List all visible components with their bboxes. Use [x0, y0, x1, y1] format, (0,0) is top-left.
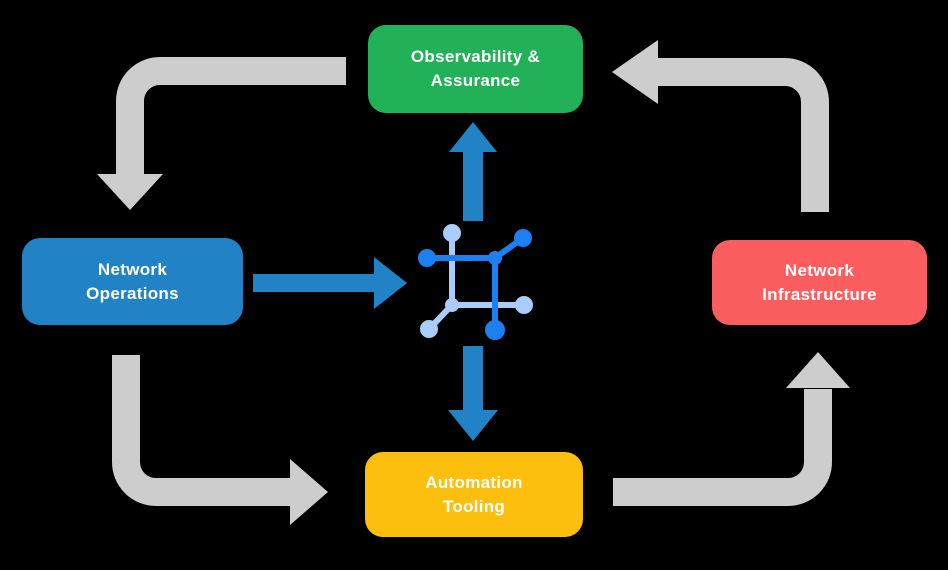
- arrow-shaft: [463, 346, 483, 412]
- node-label-line: Tooling: [442, 496, 506, 516]
- icon-junction-bottom-left: [445, 298, 459, 312]
- arrow-operations-to-center: [253, 257, 407, 309]
- node-label-line: Assurance: [430, 71, 521, 90]
- arrowhead-right-icon: [290, 459, 328, 525]
- arrow-center-to-observability: [449, 122, 497, 221]
- node-label-line: Infrastructure: [762, 284, 877, 304]
- arrowhead-left-icon: [612, 40, 658, 104]
- arrow-elbow-shaft: [613, 389, 832, 506]
- arrowhead-down-icon: [97, 174, 163, 210]
- icon-node-bottom: [485, 320, 505, 340]
- arrow-elbow-shaft: [112, 355, 292, 506]
- node-observability-assurance: Observability & Assurance: [368, 25, 583, 113]
- arrow-infrastructure-to-observability: [612, 40, 829, 212]
- node-label-line: Network: [784, 260, 855, 280]
- network-mesh-dark-nodes: [418, 229, 532, 340]
- arrow-shaft: [253, 274, 375, 292]
- arrow-operations-to-automation: [112, 355, 328, 525]
- node-network-infrastructure: Network Infrastructure: [712, 240, 927, 325]
- arrow-shaft: [463, 150, 483, 221]
- arrow-elbow-shaft: [656, 58, 829, 212]
- icon-node-right: [515, 296, 533, 314]
- arrowhead-right-icon: [374, 257, 407, 309]
- icon-node-top-right: [514, 229, 532, 247]
- arrowhead-down-icon: [448, 410, 498, 441]
- icon-node-top: [443, 224, 461, 242]
- arrow-automation-to-infrastructure: [613, 352, 850, 506]
- arrow-center-to-automation: [448, 346, 498, 441]
- arrow-elbow-shaft: [116, 57, 346, 176]
- icon-node-left: [418, 249, 436, 267]
- node-label-line: Observability &: [410, 47, 541, 66]
- icon-junction-top-right: [488, 251, 502, 265]
- network-mesh-light-nodes: [420, 224, 533, 338]
- node-label-line: Network: [97, 259, 168, 279]
- network-mesh-icon: [418, 224, 533, 340]
- icon-node-bottom-left: [420, 320, 438, 338]
- arrowhead-up-icon: [449, 122, 497, 152]
- node-automation-tooling: Automation Tooling: [365, 452, 583, 537]
- node-network-operations: Network Operations: [22, 238, 243, 325]
- node-label-line: Operations: [86, 283, 179, 303]
- arrow-observability-to-operations: [97, 57, 346, 210]
- arrowhead-up-icon: [786, 352, 850, 388]
- node-label-line: Automation: [425, 472, 523, 492]
